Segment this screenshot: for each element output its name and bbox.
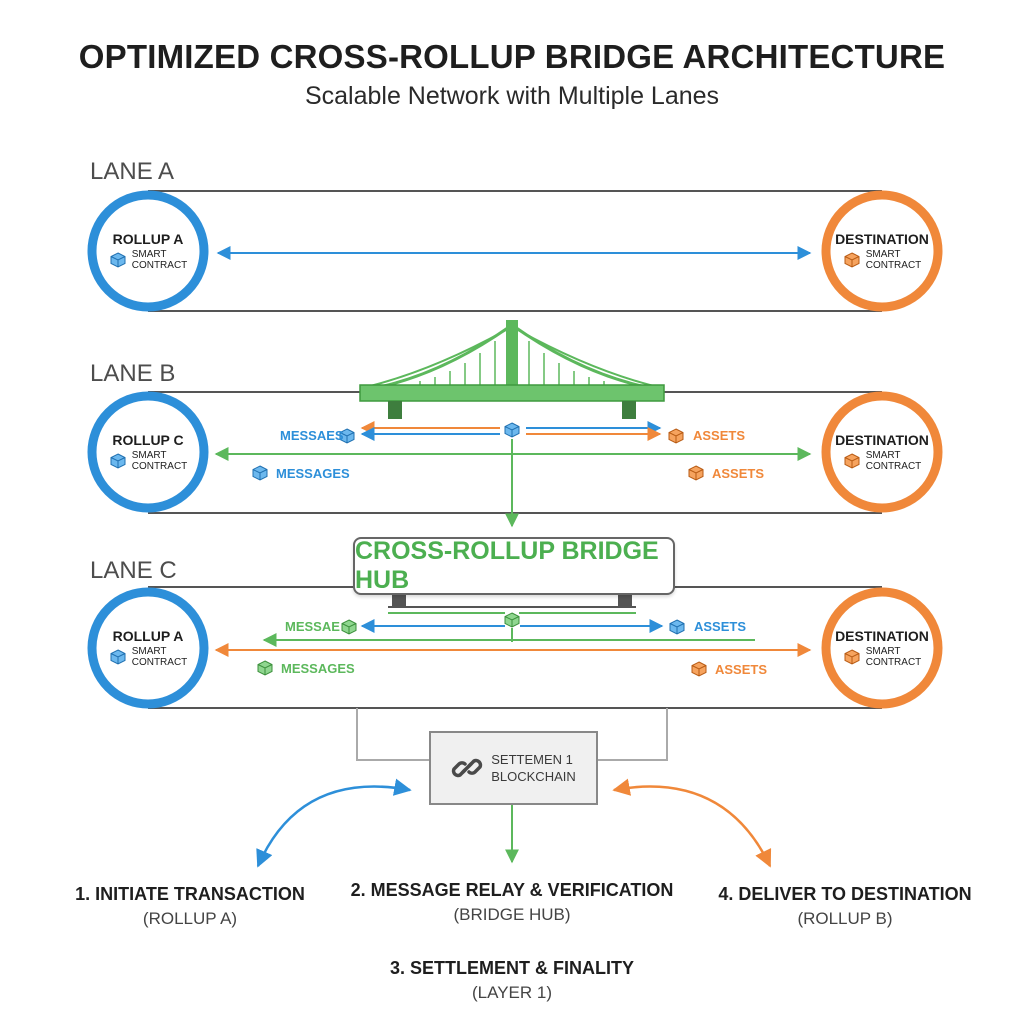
settlement-right-connector bbox=[594, 708, 668, 761]
lane-a-label: LANE A bbox=[90, 158, 175, 185]
node-subtitle-line2: CONTRACT bbox=[131, 260, 188, 271]
lane-c-messages-lower-label: MESSAGES bbox=[281, 661, 355, 676]
node-subtitle-line1: SMART bbox=[131, 249, 167, 260]
step-subtitle: (LAYER 1) bbox=[472, 983, 552, 1002]
node-subtitle-line1: SMART bbox=[865, 646, 901, 657]
lane-c-assets-lower-label: ASSETS bbox=[715, 662, 768, 677]
cube-icon bbox=[668, 428, 684, 444]
cube-icon bbox=[504, 612, 520, 628]
node-subtitle-line2: CONTRACT bbox=[865, 260, 922, 271]
cube-icon bbox=[844, 649, 860, 665]
lane-c-assets-label: ASSETS bbox=[694, 619, 747, 634]
node-subtitle-line2: CONTRACT bbox=[865, 461, 922, 472]
lane-a-tube bbox=[148, 190, 882, 312]
cube-icon bbox=[669, 619, 685, 635]
lane-b-messages-lower-label: MESSAGES bbox=[276, 466, 350, 481]
node-subtitle-line2: CONTRACT bbox=[865, 657, 922, 668]
bridge-hub-label: CROSS-ROLLUP BRIDGE HUB bbox=[355, 537, 659, 594]
step-subtitle: (ROLLUP B) bbox=[797, 909, 893, 928]
step-subtitle: (ROLLUP A) bbox=[142, 909, 238, 928]
node-subtitle-line2: CONTRACT bbox=[131, 461, 188, 472]
cube-icon bbox=[844, 252, 860, 268]
node-subtitle-line1: SMART bbox=[865, 249, 901, 260]
node-title: DESTINATION bbox=[835, 628, 929, 644]
hub-support-left bbox=[392, 591, 406, 607]
step-title: 3. SETTLEMENT & FINALITY bbox=[389, 958, 634, 978]
node-subtitle-line1: SMART bbox=[131, 450, 167, 461]
cube-icon bbox=[504, 422, 520, 438]
step-settlement: 3. SETTLEMENT & FINALITY (LAYER 1) bbox=[362, 958, 662, 1003]
node-title: ROLLUP A bbox=[112, 231, 184, 247]
settlement-blockchain-box[interactable]: SETTEMEN 1 BLOCKCHAIN bbox=[429, 731, 598, 805]
lane-c-messages-label: MESSAE bbox=[285, 619, 340, 634]
settlement-line1: SETTEMEN 1 bbox=[491, 752, 573, 767]
step-relay: 2. MESSAGE RELAY & VERIFICATION (BRIDGE … bbox=[342, 880, 682, 925]
deliver-curved-arrow bbox=[612, 778, 772, 868]
lane-b-destination-circle bbox=[821, 391, 943, 513]
node-title: ROLLUP C bbox=[112, 432, 184, 448]
lane-b-source-circle bbox=[87, 391, 209, 513]
lane-b-label: LANE B bbox=[90, 360, 176, 387]
step-deliver: 4. DELIVER TO DESTINATION (ROLLUP B) bbox=[700, 884, 990, 929]
step-subtitle: (BRIDGE HUB) bbox=[453, 905, 571, 924]
cube-icon bbox=[110, 453, 126, 469]
cube-icon bbox=[844, 453, 860, 469]
page-title: OPTIMIZED CROSS-ROLLUP BRIDGE ARCHITECTU… bbox=[78, 38, 946, 75]
lane-b-messages-label: MESSAES bbox=[280, 428, 344, 443]
settlement-line2: BLOCKCHAIN bbox=[491, 769, 576, 784]
cube-icon bbox=[691, 661, 707, 677]
step-initiate: 1. INITIATE TRANSACTION (ROLLUP A) bbox=[60, 884, 320, 929]
node-subtitle-line1: SMART bbox=[131, 646, 167, 657]
bridge-hub[interactable]: CROSS-ROLLUP BRIDGE HUB bbox=[353, 537, 675, 595]
step-title: 4. DELIVER TO DESTINATION bbox=[718, 884, 972, 904]
node-subtitle-line1: SMART bbox=[865, 450, 901, 461]
node-title: DESTINATION bbox=[835, 231, 929, 247]
cube-icon bbox=[110, 252, 126, 268]
page-subtitle: Scalable Network with Multiple Lanes bbox=[304, 82, 720, 110]
cube-icon bbox=[688, 465, 704, 481]
initiate-curved-arrow bbox=[256, 778, 412, 868]
cube-icon bbox=[110, 649, 126, 665]
lane-a-source-circle bbox=[87, 190, 209, 312]
lane-b-assets-lower-label: ASSETS bbox=[712, 466, 765, 481]
lane-c-label: LANE C bbox=[90, 557, 177, 584]
lane-c-destination-circle bbox=[821, 587, 943, 709]
hub-support-right bbox=[618, 591, 632, 607]
lane-c-source-circle bbox=[87, 587, 209, 709]
step-title: 2. MESSAGE RELAY & VERIFICATION bbox=[350, 880, 674, 900]
node-subtitle-line2: CONTRACT bbox=[131, 657, 188, 668]
node-title: DESTINATION bbox=[835, 432, 929, 448]
lane-b-assets-label: ASSETS bbox=[693, 428, 746, 443]
chain-link-icon bbox=[452, 758, 483, 778]
lane-a-destination-circle bbox=[821, 190, 943, 312]
step-title: 1. INITIATE TRANSACTION bbox=[75, 884, 305, 904]
cube-icon bbox=[341, 619, 357, 635]
settlement-left-connector bbox=[356, 708, 429, 761]
bridge-icon bbox=[359, 320, 665, 419]
node-title: ROLLUP A bbox=[112, 628, 184, 644]
